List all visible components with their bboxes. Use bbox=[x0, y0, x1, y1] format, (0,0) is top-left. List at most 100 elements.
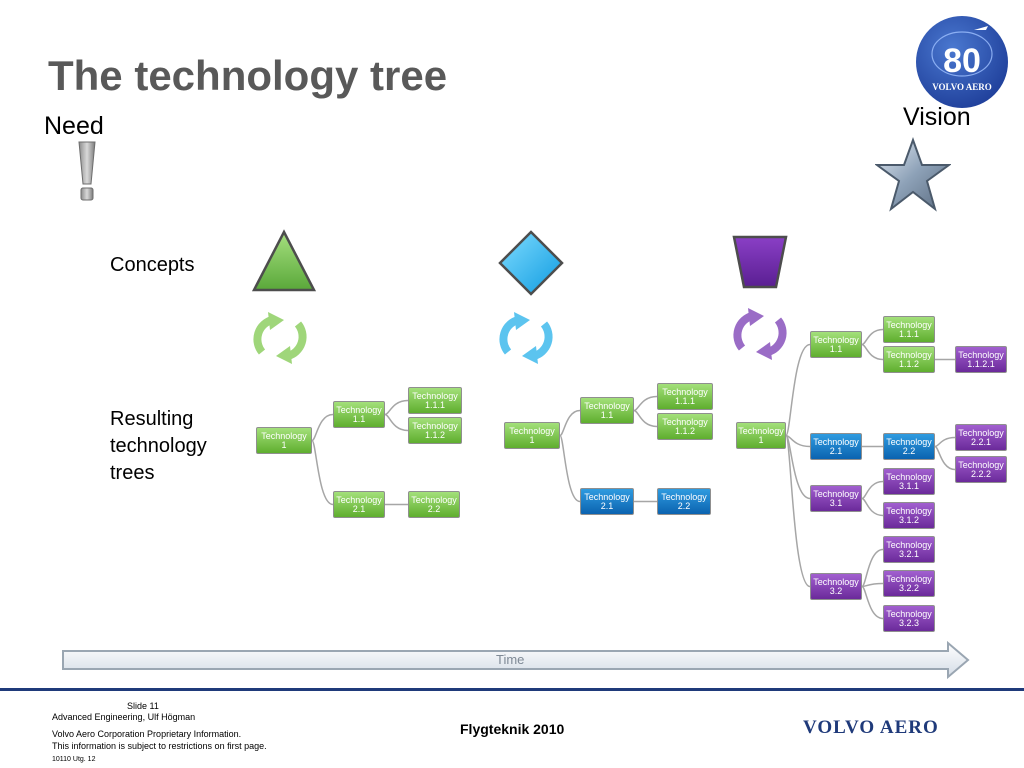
tech-node-blue-t11: Technology 1.1 bbox=[580, 397, 634, 424]
tech-node-label: Technology 1 bbox=[738, 425, 784, 445]
tech-node-label: Technology 1.1.2 bbox=[886, 349, 932, 369]
need-label: Need bbox=[44, 112, 104, 140]
tech-node-purple-t22: Technology 2.2 bbox=[883, 433, 935, 460]
tech-node-green-t112: Technology 1.1.2 bbox=[408, 417, 462, 444]
tree-link bbox=[785, 343, 811, 437]
logo-text: VOLVO AERO bbox=[932, 82, 992, 92]
tech-node-label: Technology 2.1 bbox=[813, 436, 859, 456]
tech-node-purple-t322: Technology 3.2.2 bbox=[883, 570, 935, 597]
tree-link bbox=[633, 409, 658, 428]
tech-node-green-t21: Technology 2.1 bbox=[333, 491, 385, 518]
tech-node-label: Technology 1 bbox=[509, 425, 555, 445]
tech-node-label: Technology 1.1.1 bbox=[886, 319, 932, 339]
tech-node-purple-t1: Technology 1 bbox=[736, 422, 786, 449]
tech-node-label: Technology 2.1 bbox=[584, 491, 630, 511]
resulting-line-1: Resulting bbox=[110, 408, 194, 430]
tree-link bbox=[861, 497, 884, 517]
tech-node-purple-t112: Technology 1.1.2 bbox=[883, 346, 935, 373]
diamond-icon bbox=[498, 230, 564, 296]
trapezoid-icon bbox=[732, 235, 788, 289]
tech-node-label: Technology 3.2.2 bbox=[886, 573, 932, 593]
tech-node-blue-t1: Technology 1 bbox=[504, 422, 560, 449]
tech-node-label: Technology 1 bbox=[261, 430, 307, 450]
tech-node-label: Technology 2.2 bbox=[886, 436, 932, 456]
footer-proprietary: Volvo Aero Corporation Proprietary Infor… bbox=[52, 729, 242, 739]
tech-node-purple-t221: Technology 2.2.1 bbox=[955, 424, 1007, 451]
tech-node-green-t1: Technology 1 bbox=[256, 427, 312, 454]
tree-link bbox=[861, 328, 884, 346]
tree-link bbox=[861, 585, 884, 620]
tech-node-blue-t112: Technology 1.1.2 bbox=[657, 413, 713, 440]
tech-node-blue-t111: Technology 1.1.1 bbox=[657, 383, 713, 410]
tech-node-green-t111: Technology 1.1.1 bbox=[408, 387, 462, 414]
tech-node-label: Technology 1.1.1 bbox=[662, 386, 708, 406]
tech-node-purple-t32: Technology 3.2 bbox=[810, 573, 862, 600]
tech-node-label: Technology 3.2.1 bbox=[886, 539, 932, 559]
time-arrow-icon bbox=[62, 640, 970, 680]
footer-author: Advanced Engineering, Ulf Högman bbox=[52, 712, 196, 722]
tree-link bbox=[384, 399, 409, 416]
tech-node-label: Technology 1.1 bbox=[813, 334, 859, 354]
tech-node-label: Technology 1.1.2.1 bbox=[958, 349, 1004, 369]
cycle-arrows-icon bbox=[733, 308, 787, 360]
tech-node-label: Technology 1.1.1 bbox=[412, 390, 458, 410]
slide-number: Slide 11 bbox=[127, 701, 159, 711]
exclamation-icon bbox=[78, 141, 96, 201]
tech-node-label: Technology 2.2 bbox=[661, 491, 707, 511]
tree-link bbox=[934, 445, 956, 471]
resulting-line-3: trees bbox=[110, 462, 155, 484]
tree-link bbox=[861, 548, 884, 588]
resulting-trees-label: Resulting technology trees bbox=[110, 406, 207, 487]
footer-center-title: Flygteknik 2010 bbox=[460, 721, 565, 737]
tech-node-label: Technology 2.1 bbox=[336, 494, 382, 514]
tech-node-label: Technology 1.1.2 bbox=[412, 420, 458, 440]
concepts-label: Concepts bbox=[110, 254, 195, 276]
tree-link bbox=[861, 582, 884, 588]
tech-node-label: Technology 1.1 bbox=[584, 400, 630, 420]
tech-node-label: Technology 3.2.3 bbox=[886, 608, 932, 628]
cycle-arrows-icon bbox=[253, 312, 307, 364]
tree-link bbox=[311, 413, 334, 442]
tech-node-green-t22: Technology 2.2 bbox=[408, 491, 460, 518]
tree-link bbox=[861, 343, 884, 361]
triangle-icon bbox=[251, 229, 317, 292]
tree-link bbox=[861, 480, 884, 500]
tech-node-label: Technology 3.1.1 bbox=[886, 471, 932, 491]
tech-node-purple-t311: Technology 3.1.1 bbox=[883, 468, 935, 495]
footer-code: 10110 Utg. 12 bbox=[52, 756, 96, 763]
tech-node-purple-t222: Technology 2.2.2 bbox=[955, 456, 1007, 483]
tree-link bbox=[311, 439, 334, 506]
tree-link bbox=[559, 409, 581, 437]
footer-restriction: This information is subject to restricti… bbox=[52, 741, 267, 751]
tech-node-purple-t323: Technology 3.2.3 bbox=[883, 605, 935, 632]
tech-node-purple-t11: Technology 1.1 bbox=[810, 331, 862, 358]
star-icon bbox=[875, 137, 951, 212]
time-label: Time bbox=[496, 652, 525, 667]
tech-node-blue-t21: Technology 2.1 bbox=[580, 488, 634, 515]
tech-node-label: Technology 1.1.2 bbox=[662, 416, 708, 436]
tech-node-label: Technology 2.2.1 bbox=[958, 427, 1004, 447]
logo-badge-icon: 80 VOLVO AERO bbox=[916, 16, 1008, 108]
tech-node-label: Technology 2.2 bbox=[411, 494, 457, 514]
tech-node-label: Technology 3.2 bbox=[813, 576, 859, 596]
tech-node-purple-t312: Technology 3.1.2 bbox=[883, 502, 935, 529]
tree-link bbox=[384, 413, 409, 432]
tree-link bbox=[559, 434, 581, 503]
page-title: The technology tree bbox=[48, 52, 448, 99]
tech-node-purple-t1121: Technology 1.1.2.1 bbox=[955, 346, 1007, 373]
footer-rule bbox=[0, 688, 1024, 691]
tech-node-purple-t21: Technology 2.1 bbox=[810, 433, 862, 460]
logo-number: 80 bbox=[943, 42, 981, 80]
tech-node-label: Technology 3.1.2 bbox=[886, 505, 932, 525]
tech-node-purple-t31: Technology 3.1 bbox=[810, 485, 862, 512]
tech-node-green-t11: Technology 1.1 bbox=[333, 401, 385, 428]
tech-node-label: Technology 2.2.2 bbox=[958, 459, 1004, 479]
tech-node-purple-t111: Technology 1.1.1 bbox=[883, 316, 935, 343]
tree-link bbox=[934, 436, 956, 448]
tech-node-purple-t321: Technology 3.2.1 bbox=[883, 536, 935, 563]
tree-link bbox=[785, 434, 811, 588]
brand-wordmark: VOLVO AERO bbox=[803, 717, 939, 738]
tree-link bbox=[633, 395, 658, 412]
tech-node-blue-t22: Technology 2.2 bbox=[657, 488, 711, 515]
